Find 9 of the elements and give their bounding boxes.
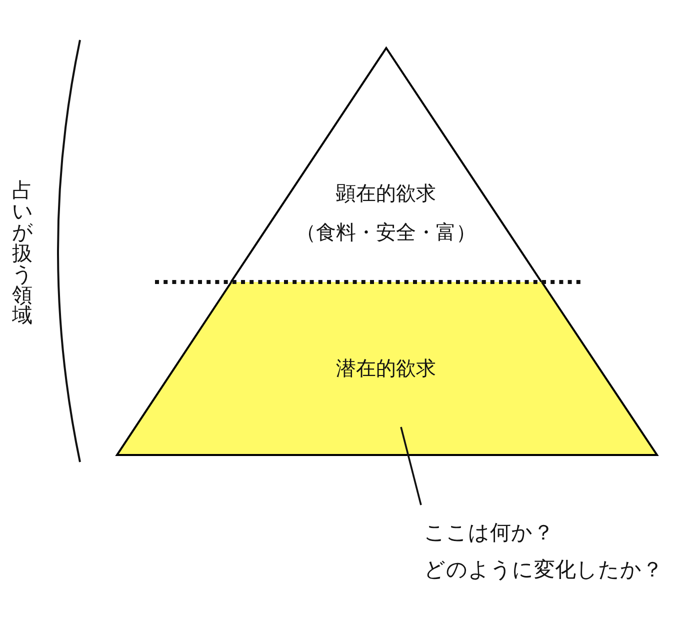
question-text: ここは何か？	[424, 520, 554, 546]
caption-text: （食料・安全・富）	[296, 220, 476, 244]
heading-text: 潜在的欲求	[336, 356, 436, 380]
heading-text: 顕在的欲求	[336, 181, 436, 205]
trapezoid-section	[117, 282, 657, 455]
question-text: どのように変化したか？	[424, 557, 663, 583]
leader-line	[400, 426, 422, 506]
triangle-section	[231, 48, 542, 282]
vertical-label: 占いが扱う領域	[12, 180, 32, 326]
